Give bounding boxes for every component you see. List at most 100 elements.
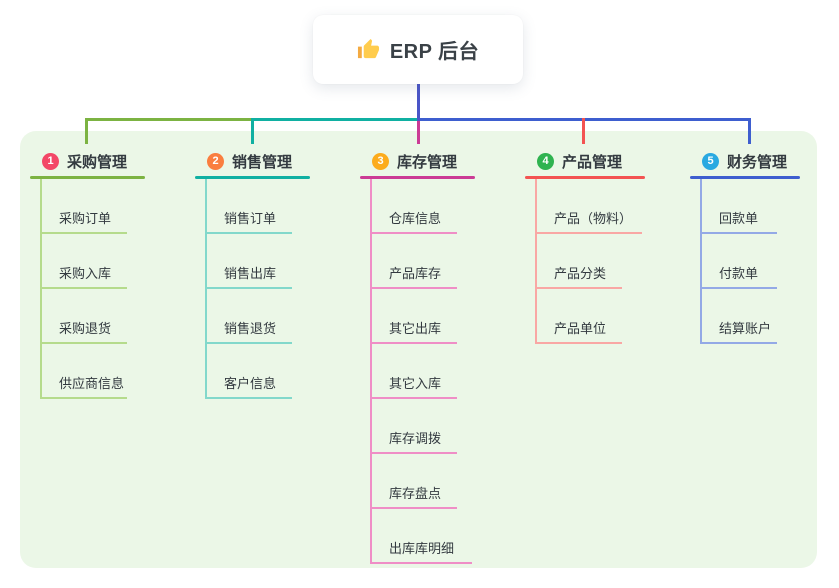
child-label: 库存盘点 bbox=[389, 486, 442, 501]
connector-drop-product bbox=[582, 118, 585, 144]
branch-inventory: 3 库存管理 仓库信息 产品库存 其它出库 其它入库 库存调拨 bbox=[360, 131, 475, 564]
branch-title: 财务管理 bbox=[727, 153, 788, 171]
branch-children: 仓库信息 产品库存 其它出库 其它入库 库存调拨 库存盘点 bbox=[370, 179, 475, 564]
branch-title: 库存管理 bbox=[397, 153, 458, 171]
branch-number-badge: 1 bbox=[42, 152, 59, 170]
child-label: 仓库信息 bbox=[389, 211, 442, 226]
branch-children: 产品（物料） 产品分类 产品单位 bbox=[535, 179, 645, 344]
child-label: 采购入库 bbox=[59, 266, 112, 281]
child-node[interactable]: 销售退货 bbox=[207, 289, 310, 344]
child-underline bbox=[372, 232, 457, 234]
branch-title: 采购管理 bbox=[67, 153, 128, 171]
child-underline bbox=[702, 232, 777, 234]
branch-underline bbox=[525, 176, 645, 179]
child-label: 采购退货 bbox=[59, 321, 112, 336]
child-node[interactable]: 仓库信息 bbox=[372, 179, 475, 234]
child-label: 其它入库 bbox=[389, 376, 442, 391]
child-label: 库存调拨 bbox=[389, 431, 442, 446]
child-underline bbox=[537, 342, 622, 344]
child-underline bbox=[372, 562, 472, 564]
child-label: 产品分类 bbox=[554, 266, 607, 281]
child-label: 产品单位 bbox=[554, 321, 607, 336]
child-underline bbox=[372, 507, 457, 509]
child-label: 出库库明细 bbox=[389, 541, 455, 556]
connector-line-sales bbox=[252, 118, 419, 121]
child-label: 供应商信息 bbox=[59, 376, 125, 391]
child-label: 采购订单 bbox=[59, 211, 112, 226]
child-node[interactable]: 采购入库 bbox=[42, 234, 145, 289]
child-node[interactable]: 结算账户 bbox=[702, 289, 800, 344]
branch-number-badge: 4 bbox=[537, 152, 554, 170]
child-underline bbox=[372, 452, 457, 454]
child-label: 回款单 bbox=[719, 211, 759, 226]
root-node[interactable]: ERP 后台 bbox=[313, 15, 523, 84]
child-underline bbox=[702, 287, 777, 289]
branch-number-badge: 5 bbox=[702, 152, 719, 170]
branch-title: 销售管理 bbox=[232, 153, 293, 171]
connector-drop-finance bbox=[748, 118, 751, 144]
branch-underline bbox=[195, 176, 310, 179]
child-underline bbox=[702, 342, 777, 344]
child-label: 结算账户 bbox=[719, 321, 772, 336]
thumbs-up-icon bbox=[357, 38, 380, 61]
child-node[interactable]: 采购退货 bbox=[42, 289, 145, 344]
child-underline bbox=[372, 342, 457, 344]
child-node[interactable]: 产品（物料） bbox=[537, 179, 645, 234]
child-node[interactable]: 库存调拨 bbox=[372, 399, 475, 454]
child-node[interactable]: 销售订单 bbox=[207, 179, 310, 234]
branch-purchase-header[interactable]: 1 采购管理 bbox=[30, 131, 145, 173]
branch-underline bbox=[690, 176, 800, 179]
child-label: 产品库存 bbox=[389, 266, 442, 281]
branch-finance-header[interactable]: 5 财务管理 bbox=[690, 131, 800, 173]
child-node[interactable]: 产品库存 bbox=[372, 234, 475, 289]
child-node[interactable]: 库存盘点 bbox=[372, 454, 475, 509]
child-label: 付款单 bbox=[719, 266, 759, 281]
child-underline bbox=[207, 397, 292, 399]
branch-number-badge: 3 bbox=[372, 152, 389, 170]
branch-number-badge: 2 bbox=[207, 152, 224, 170]
root-connector-line bbox=[417, 84, 420, 121]
child-underline bbox=[42, 287, 127, 289]
child-node[interactable]: 销售出库 bbox=[207, 234, 310, 289]
branch-sales: 2 销售管理 销售订单 销售出库 销售退货 客户信息 bbox=[195, 131, 310, 399]
child-label: 产品（物料） bbox=[554, 211, 633, 226]
branches-panel bbox=[20, 131, 817, 568]
child-label: 销售出库 bbox=[224, 266, 277, 281]
branch-finance: 5 财务管理 回款单 付款单 结算账户 bbox=[690, 131, 800, 344]
child-node[interactable]: 其它出库 bbox=[372, 289, 475, 344]
branch-children: 回款单 付款单 结算账户 bbox=[700, 179, 800, 344]
child-underline bbox=[207, 342, 292, 344]
child-underline bbox=[372, 397, 457, 399]
branch-product: 4 产品管理 产品（物料） 产品分类 产品单位 bbox=[525, 131, 645, 344]
child-underline bbox=[42, 342, 127, 344]
child-node[interactable]: 供应商信息 bbox=[42, 344, 145, 399]
child-underline bbox=[537, 287, 622, 289]
child-underline bbox=[372, 287, 457, 289]
child-node[interactable]: 产品单位 bbox=[537, 289, 645, 344]
child-underline bbox=[207, 287, 292, 289]
branch-sales-header[interactable]: 2 销售管理 bbox=[195, 131, 310, 173]
branch-underline bbox=[360, 176, 475, 179]
child-underline bbox=[537, 232, 642, 234]
child-underline bbox=[42, 232, 127, 234]
child-node[interactable]: 客户信息 bbox=[207, 344, 310, 399]
child-node[interactable]: 采购订单 bbox=[42, 179, 145, 234]
child-node[interactable]: 产品分类 bbox=[537, 234, 645, 289]
child-node[interactable]: 其它入库 bbox=[372, 344, 475, 399]
child-underline bbox=[207, 232, 292, 234]
branch-title: 产品管理 bbox=[562, 153, 623, 171]
connector-drop-purchase bbox=[85, 118, 88, 144]
child-node[interactable]: 付款单 bbox=[702, 234, 800, 289]
branch-inventory-header[interactable]: 3 库存管理 bbox=[360, 131, 475, 173]
child-node[interactable]: 回款单 bbox=[702, 179, 800, 234]
child-label: 销售订单 bbox=[224, 211, 277, 226]
child-label: 销售退货 bbox=[224, 321, 277, 336]
root-title: ERP 后台 bbox=[389, 41, 480, 63]
connector-drop-sales bbox=[251, 118, 254, 144]
connector-line-finance bbox=[419, 118, 751, 121]
branch-product-header[interactable]: 4 产品管理 bbox=[525, 131, 645, 173]
child-node[interactable]: 出库库明细 bbox=[372, 509, 475, 564]
branch-underline bbox=[30, 176, 145, 179]
child-underline bbox=[42, 397, 127, 399]
